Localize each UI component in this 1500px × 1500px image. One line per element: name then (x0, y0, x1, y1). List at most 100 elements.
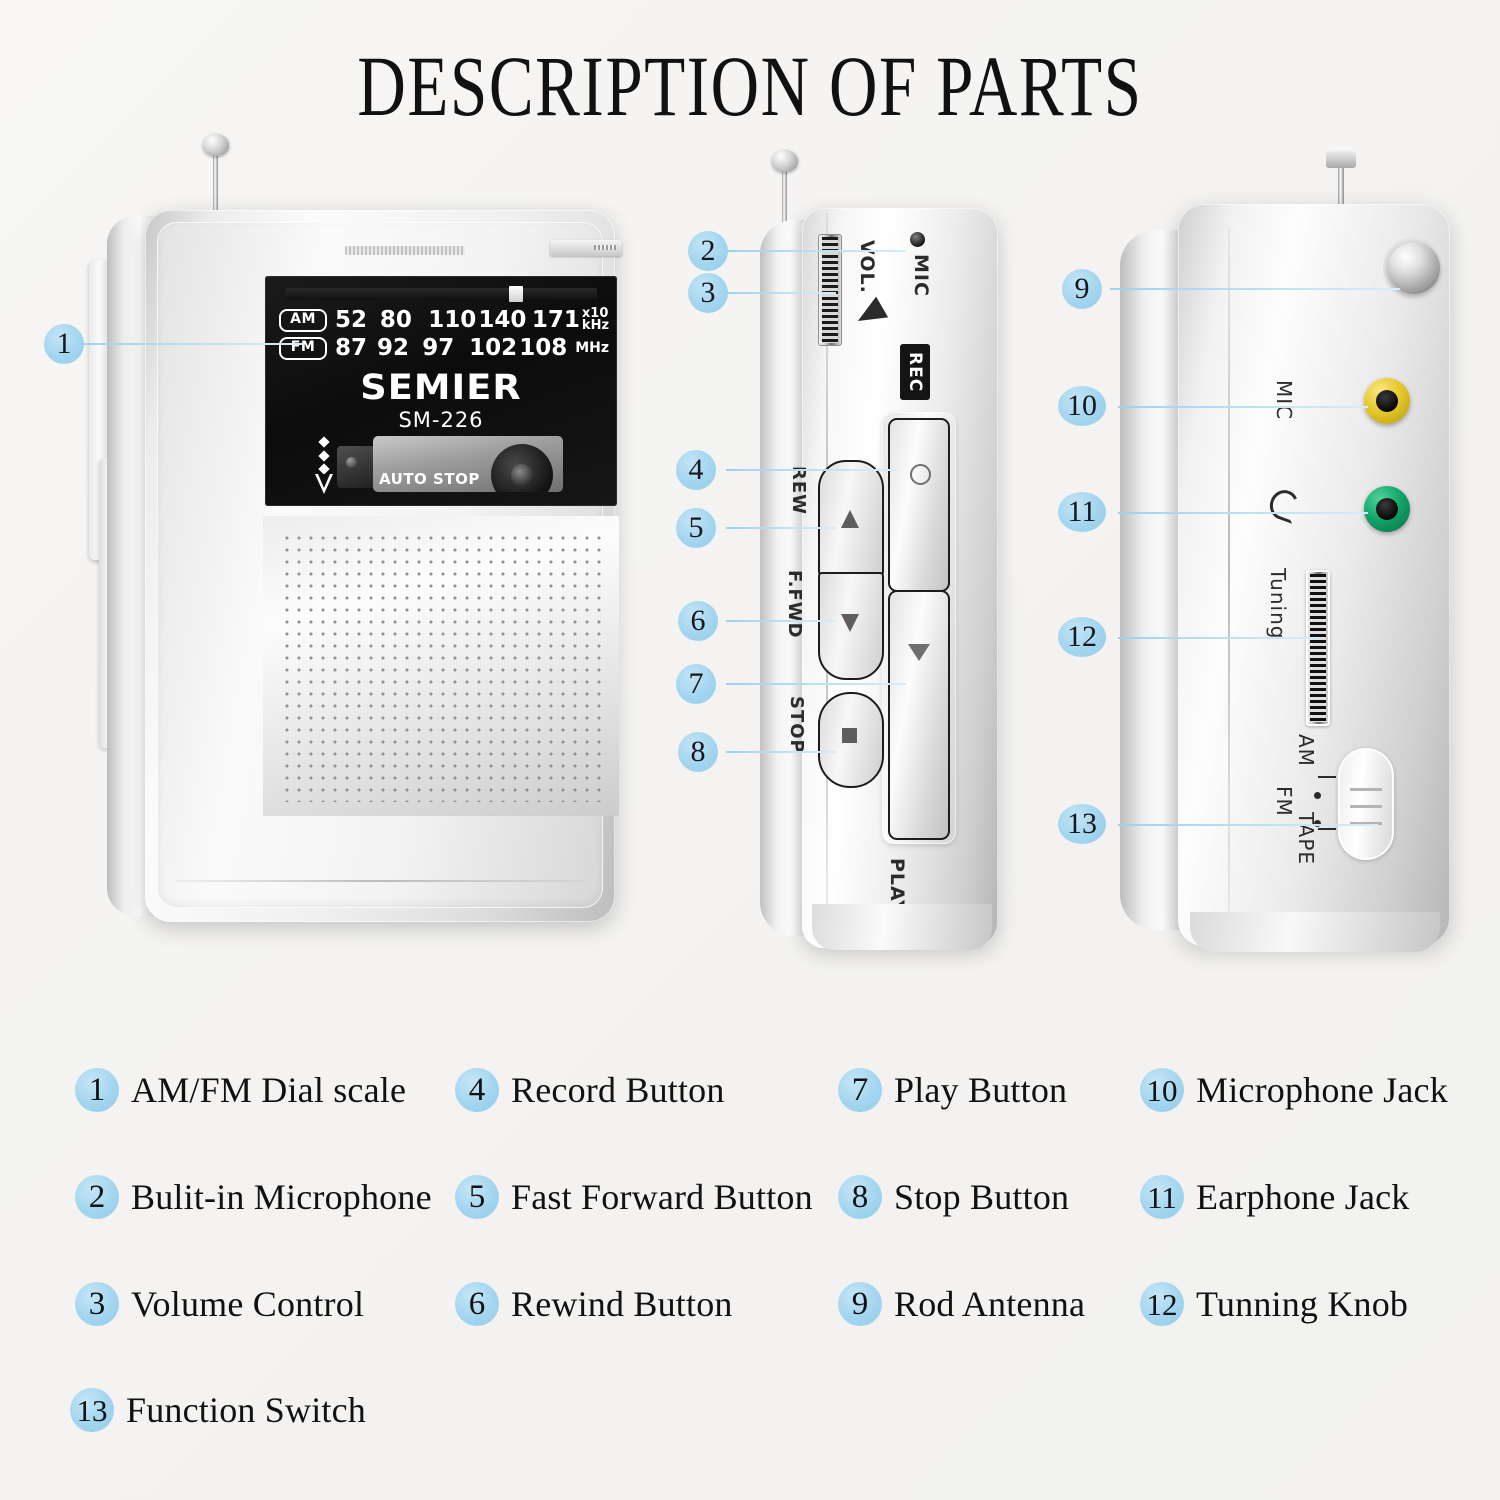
fm-value: 87 (335, 335, 368, 361)
fast-forward-button[interactable] (818, 572, 884, 680)
callout-badge-13[interactable]: 13 (1058, 804, 1106, 844)
front-bottom-seam (175, 880, 585, 882)
legend-item-9: 9 Rod Antenna (838, 1282, 1085, 1326)
legend-badge-11: 11 (1140, 1175, 1184, 1219)
fm-position-label: FM (1272, 786, 1296, 817)
legend-badge-10: 10 (1140, 1068, 1184, 1112)
legend-label-3: Volume Control (131, 1284, 365, 1324)
am-unit-khz: kHz (581, 318, 610, 333)
fm-value: 92 (377, 335, 410, 361)
legend-badge-12: 12 (1140, 1282, 1184, 1326)
microphone-jack[interactable] (1364, 378, 1410, 424)
play-button[interactable] (888, 590, 950, 840)
legend-badge-3: 3 (75, 1282, 119, 1326)
brand-name: SEMIER (360, 368, 522, 408)
legend-item-1: 1 AM/FM Dial scale (75, 1068, 406, 1112)
dial-pointer (509, 286, 523, 302)
legend-badge-7: 7 (838, 1068, 882, 1112)
legend-label-4: Record Button (511, 1070, 725, 1110)
leader-12 (1118, 637, 1318, 639)
legend-label-8: Stop Button (894, 1177, 1070, 1217)
callout-badge-3[interactable]: 3 (688, 273, 728, 313)
leader-1 (84, 343, 304, 345)
legend-label-7: Play Button (894, 1070, 1068, 1110)
record-button[interactable] (888, 418, 950, 592)
legend-item-8: 8 Stop Button (838, 1175, 1069, 1219)
legend-label-12: Tunning Knob (1196, 1284, 1409, 1324)
legend-item-12: 12 Tunning Knob (1140, 1282, 1408, 1326)
legend-badge-6: 6 (455, 1282, 499, 1326)
frequency-rows: AM 52 80 110 140 171 x10 kHz FM 87 (279, 306, 609, 362)
am-value: 110 (428, 307, 477, 333)
legend-item-11: 11 Earphone Jack (1140, 1175, 1410, 1219)
stop-label: STOP (786, 696, 807, 754)
leader-9 (1110, 288, 1400, 290)
legend-label-6: Rewind Button (511, 1284, 733, 1324)
fm-unit-mhz: MHz (575, 340, 609, 356)
tuning-knob[interactable] (1306, 570, 1330, 726)
fm-value: 108 (519, 335, 568, 361)
legend-label-13: Function Switch (126, 1390, 367, 1430)
callout-badge-12[interactable]: 12 (1058, 617, 1106, 657)
fm-band-tag: FM (279, 336, 327, 360)
am-value: 80 (379, 307, 412, 333)
right-bottom-edge (1190, 912, 1440, 952)
callout-badge-10[interactable]: 10 (1058, 386, 1106, 426)
rod-antenna-tip (203, 134, 229, 156)
side-bottom-edge (812, 904, 992, 950)
am-unit: x10 kHz (581, 306, 610, 333)
leader-4 (726, 469, 896, 471)
leader-11 (1118, 512, 1368, 514)
fm-row: FM 87 92 97 102 108 MHz (279, 334, 609, 362)
page-title: DESCRIPTION OF PARTS (357, 38, 1143, 134)
legend-badge-13: 13 (70, 1388, 114, 1432)
legend-badge-9: 9 (838, 1282, 882, 1326)
eject-arrow-icon (313, 436, 335, 498)
device-side-view: VOL. MIC REC PLAY REW F.FWD STOP (760, 150, 1020, 958)
legend-badge-4: 4 (455, 1068, 499, 1112)
am-value: 52 (335, 307, 368, 333)
legend-item-5: 5 Fast Forward Button (455, 1175, 813, 1219)
function-switch[interactable] (1338, 748, 1394, 860)
fast-forward-label: F.FWD (784, 570, 805, 639)
am-row: AM 52 80 110 140 171 x10 kHz (279, 306, 609, 334)
callout-badge-9[interactable]: 9 (1062, 269, 1102, 309)
legend-item-4: 4 Record Button (455, 1068, 725, 1112)
callout-badge-2[interactable]: 2 (688, 231, 728, 271)
microphone-jack-label: MIC (1272, 380, 1296, 421)
callout-badge-7[interactable]: 7 (676, 664, 716, 704)
legend-item-7: 7 Play Button (838, 1068, 1067, 1112)
tuning-label: Tuning (1266, 568, 1290, 640)
stop-button[interactable] (818, 692, 884, 788)
leader-3 (726, 292, 836, 294)
earphone-jack[interactable] (1364, 486, 1410, 532)
cassette-hub-inner (511, 464, 533, 486)
rod-antenna-knob (1326, 148, 1356, 168)
microphone-jack-hole (1376, 390, 1398, 412)
device-right-side-view: MIC Tuning AM FM TAPE (1120, 148, 1480, 958)
tape-position-label: TAPE (1294, 812, 1318, 866)
volume-control-wheel[interactable] (818, 234, 842, 346)
callout-badge-4[interactable]: 4 (676, 450, 716, 490)
am-value: 140 (478, 307, 527, 333)
cassette-window: AUTO STOP (373, 436, 563, 492)
legend-item-3: 3 Volume Control (75, 1282, 364, 1326)
callout-badge-6[interactable]: 6 (678, 601, 718, 641)
legend-item-13: 13 Function Switch (70, 1388, 366, 1432)
callout-badge-5[interactable]: 5 (676, 508, 716, 548)
callout-badge-8[interactable]: 8 (678, 732, 718, 772)
rod-antenna-shaft (213, 146, 218, 220)
legend-label-11: Earphone Jack (1196, 1177, 1410, 1217)
callout-badge-1[interactable]: 1 (44, 324, 84, 364)
rewind-button[interactable] (818, 460, 884, 576)
right-seam (1228, 228, 1230, 918)
rod-antenna-shaft (782, 162, 787, 226)
legend-item-2: 2 Bulit-in Microphone (75, 1175, 432, 1219)
fm-value: 102 (469, 335, 518, 361)
speaker-grille-dots (281, 532, 601, 802)
volume-label: VOL. (856, 240, 878, 294)
front-housing: AM 52 80 110 140 171 x10 kHz FM 87 (145, 210, 622, 922)
callout-badge-11[interactable]: 11 (1058, 492, 1106, 532)
am-band-tag: AM (279, 308, 327, 332)
top-button[interactable] (550, 240, 622, 256)
